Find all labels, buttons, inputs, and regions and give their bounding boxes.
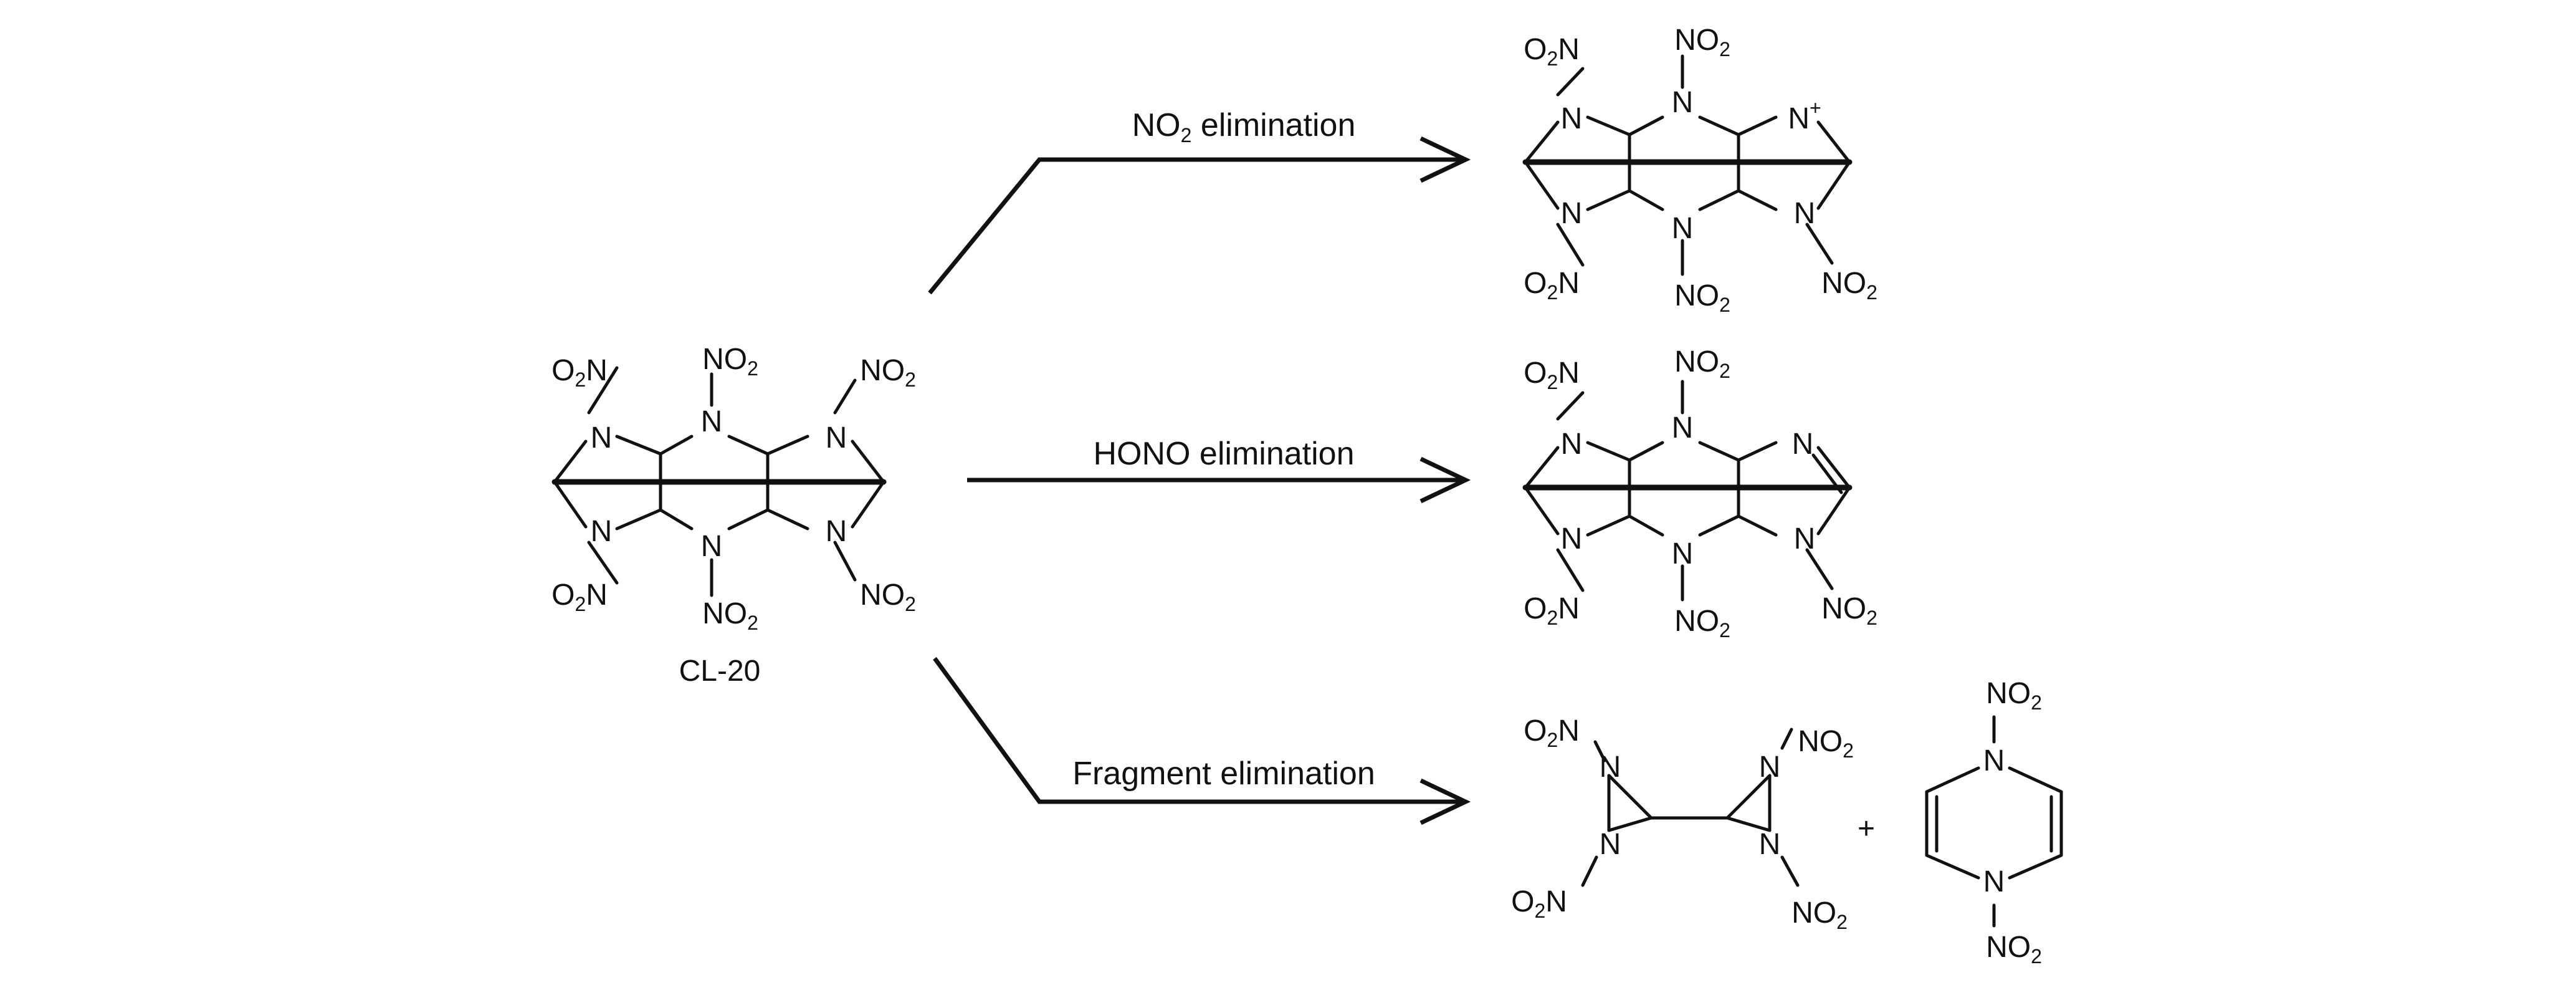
pathway-arrow-no2: NO2 elimination <box>928 107 1471 295</box>
p2-n2: N <box>1672 411 1694 445</box>
p3a-n1: N <box>1600 751 1621 784</box>
p1-n2: N <box>1672 86 1694 119</box>
cl20-nitro-5: NO2 <box>702 597 758 634</box>
p1-n1: N <box>1561 102 1583 135</box>
pathway-label-hono: HONO elimination <box>1093 436 1354 472</box>
p2-nitro-4: O2N <box>1524 592 1580 629</box>
cl20-nitro-1: O2N <box>551 354 608 391</box>
cl20-nitro-4: O2N <box>551 579 608 615</box>
p1-nitro-2: NO2 <box>1674 24 1730 60</box>
p1-nitro-1: O2N <box>1524 33 1580 70</box>
p3a-n4: N <box>1759 828 1781 861</box>
p1-nitro-4: O2N <box>1524 267 1580 304</box>
pathway-label-no2: NO2 elimination <box>1132 107 1356 147</box>
cl20-n5: N <box>701 530 723 563</box>
p3a-nitro-3: O2N <box>1511 885 1567 922</box>
p3b-nitro-2: NO2 <box>1986 931 2042 968</box>
p1-n4: N <box>1561 197 1583 230</box>
p3a-n2: N <box>1600 828 1621 861</box>
cl20-n3: N <box>826 421 847 454</box>
p2-n5: N <box>1672 537 1694 570</box>
p1-n-cation: N+ <box>1788 97 1821 135</box>
p3a-n3: N <box>1759 751 1781 784</box>
cl20-n4: N <box>591 515 613 548</box>
p1-n6: N <box>1794 197 1816 230</box>
p2-n1: N <box>1561 428 1583 461</box>
p3b-n1: N <box>1983 744 2005 777</box>
cl20-nitro-2: NO2 <box>702 343 758 380</box>
cl20-n1: N <box>591 421 613 454</box>
p3a-nitro-1: O2N <box>1524 714 1580 751</box>
pathway-arrow-hono: HONO elimination <box>967 436 1471 504</box>
cl20-bonds <box>551 366 887 597</box>
cl20-nitro-3: NO2 <box>860 354 916 391</box>
p3a-nitro-4: NO2 <box>1791 896 1848 933</box>
p3b-n2: N <box>1983 865 2005 898</box>
plus-sign: + <box>1858 812 1875 845</box>
p3b-nitro-1: NO2 <box>1986 677 2042 714</box>
p2-nitro-1: O2N <box>1524 357 1580 393</box>
p3a-nitro-2: NO2 <box>1798 725 1854 762</box>
cl20-name: CL-20 <box>679 655 761 688</box>
p1-n5: N <box>1672 212 1694 245</box>
cl20-nitro-6: NO2 <box>860 579 916 615</box>
p1-nitro-6: NO2 <box>1821 267 1877 304</box>
p2-n6: N <box>1794 522 1816 555</box>
p1-nitro-5: NO2 <box>1674 279 1730 316</box>
p2-n4: N <box>1561 522 1583 555</box>
pathway-arrow-fragment: Fragment elimination <box>933 656 1471 825</box>
p2-nitro-2: NO2 <box>1674 345 1730 382</box>
cl20-n6: N <box>826 515 847 548</box>
p2-n-imine: N <box>1792 428 1814 461</box>
cl20-n2: N <box>701 405 723 438</box>
p2-nitro-6: NO2 <box>1821 592 1877 629</box>
p2-nitro-5: NO2 <box>1674 605 1730 642</box>
pathway-label-fragment: Fragment elimination <box>1072 756 1375 792</box>
